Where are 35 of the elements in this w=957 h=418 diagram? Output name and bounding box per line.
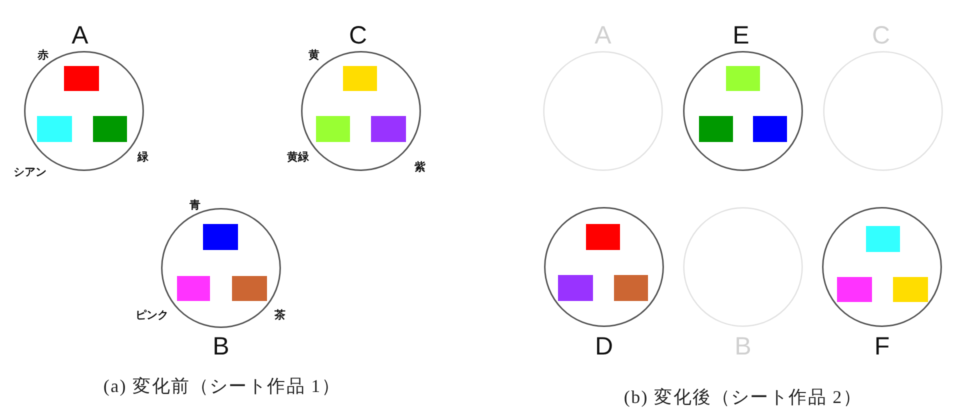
letter-label: D bbox=[594, 334, 614, 360]
letter-label: C bbox=[348, 24, 368, 48]
letter-label: E bbox=[732, 24, 750, 48]
name-label: シアン bbox=[14, 166, 46, 178]
name-label: 青 bbox=[190, 200, 200, 210]
letter-label: B bbox=[212, 334, 230, 360]
filled-rectangle bbox=[232, 276, 267, 301]
filled-rectangle bbox=[866, 226, 900, 252]
filled-rectangle bbox=[37, 116, 72, 142]
filled-rectangle bbox=[558, 275, 593, 301]
name-label: 緑 bbox=[138, 152, 148, 162]
name-label: ピンク bbox=[136, 310, 168, 320]
filled-rectangle bbox=[343, 66, 377, 91]
filled-rectangle bbox=[837, 277, 872, 302]
filled-rectangle bbox=[64, 66, 99, 91]
filled-rectangle bbox=[699, 116, 733, 142]
filled-rectangle bbox=[726, 66, 760, 91]
filled-rectangle bbox=[893, 277, 928, 302]
letter-label: F bbox=[874, 334, 890, 360]
name-label: 黄 bbox=[308, 50, 320, 60]
filled-rectangle bbox=[203, 224, 238, 250]
caption: (a) 変化前（シート作品 1） bbox=[103, 377, 341, 395]
name-label: 黄緑 bbox=[287, 152, 309, 162]
letter-label: A bbox=[72, 24, 88, 48]
filled-rectangle bbox=[177, 276, 210, 301]
filled-rectangle bbox=[371, 116, 406, 142]
name-label: 茶 bbox=[274, 310, 286, 320]
filled-rectangle bbox=[753, 116, 787, 142]
filled-rectangle bbox=[316, 116, 350, 142]
name-label: 赤 bbox=[38, 50, 48, 60]
filled-rectangle bbox=[614, 275, 648, 301]
caption: (b) 変化後（シート作品 2） bbox=[624, 388, 862, 406]
filled-rectangle bbox=[93, 116, 127, 142]
name-label: 紫 bbox=[414, 162, 426, 172]
filled-rectangle bbox=[586, 224, 620, 250]
